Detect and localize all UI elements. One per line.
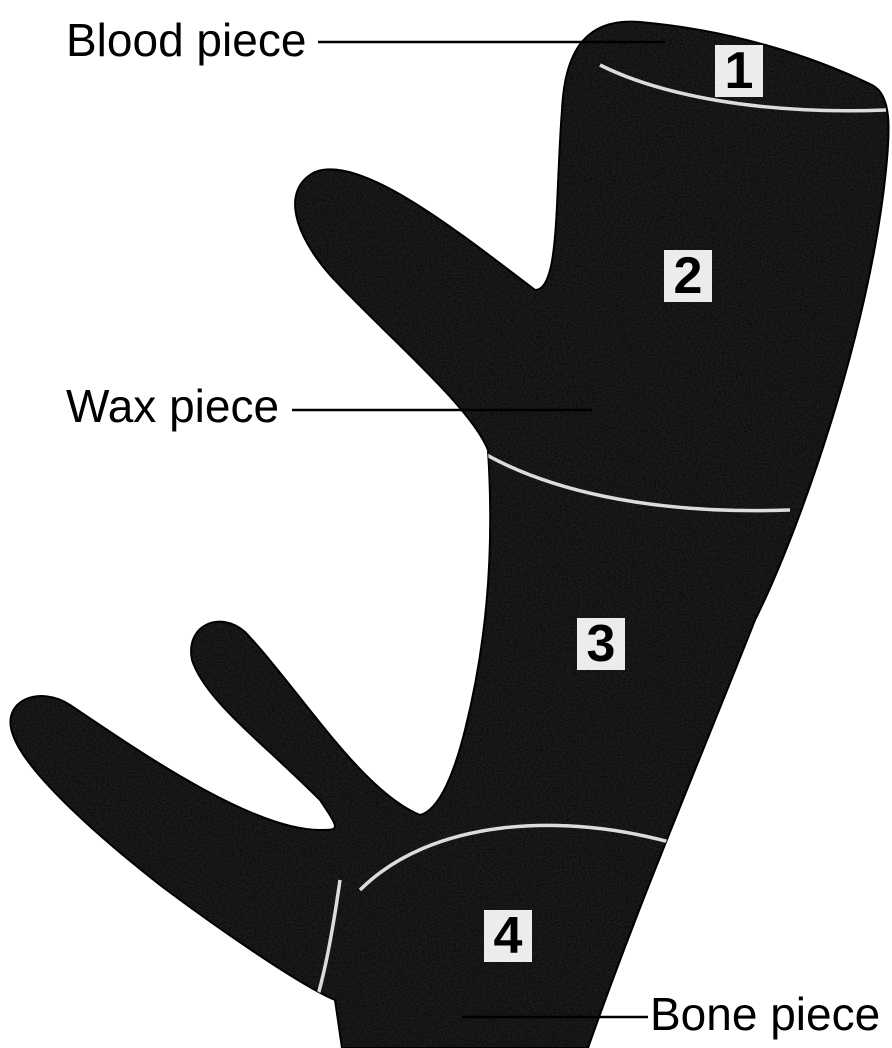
label-bone-piece: Bone piece [650, 988, 880, 1040]
region-2-number: 2 [674, 247, 703, 305]
region-3-number: 3 [587, 615, 616, 673]
label-wax-piece: Wax piece [66, 380, 279, 432]
region-4-number: 4 [494, 907, 523, 965]
region-1-number: 1 [725, 42, 754, 100]
label-blood-piece: Blood piece [66, 14, 306, 66]
